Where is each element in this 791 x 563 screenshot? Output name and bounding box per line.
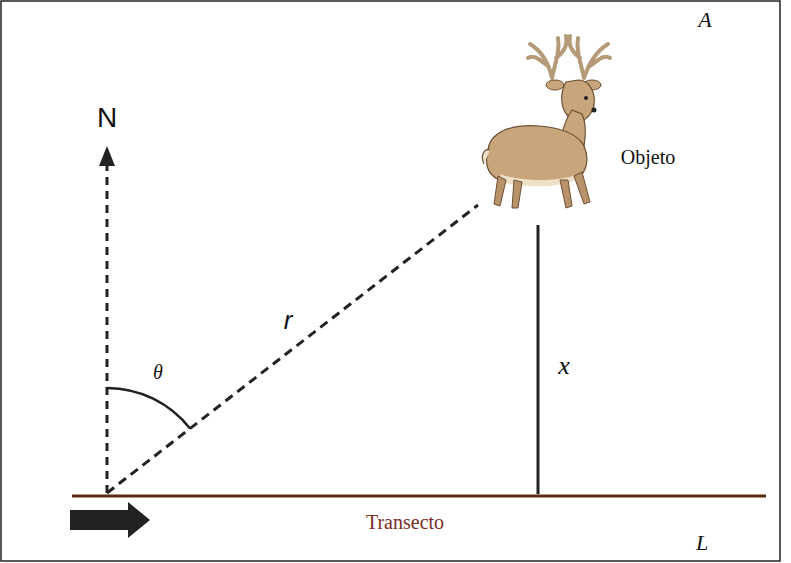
perpendicular-distance-line <box>537 225 540 494</box>
north-line <box>106 162 109 493</box>
radial-distance-label: r <box>284 305 293 336</box>
perpendicular-distance-label: x <box>558 351 570 381</box>
direction-arrow <box>70 502 150 538</box>
object-label: Objeto <box>621 146 675 169</box>
transect-label: Transecto <box>366 511 444 534</box>
length-label: L <box>696 530 708 556</box>
area-label: A <box>698 7 711 33</box>
angle-label: θ <box>153 361 163 384</box>
angle-arc <box>107 388 190 429</box>
radial-distance-line <box>107 205 478 493</box>
deer-figure <box>482 36 610 208</box>
north-label: N <box>97 102 117 134</box>
north-arrowhead <box>99 146 115 166</box>
transect-line <box>72 495 766 498</box>
frame <box>1 1 780 561</box>
